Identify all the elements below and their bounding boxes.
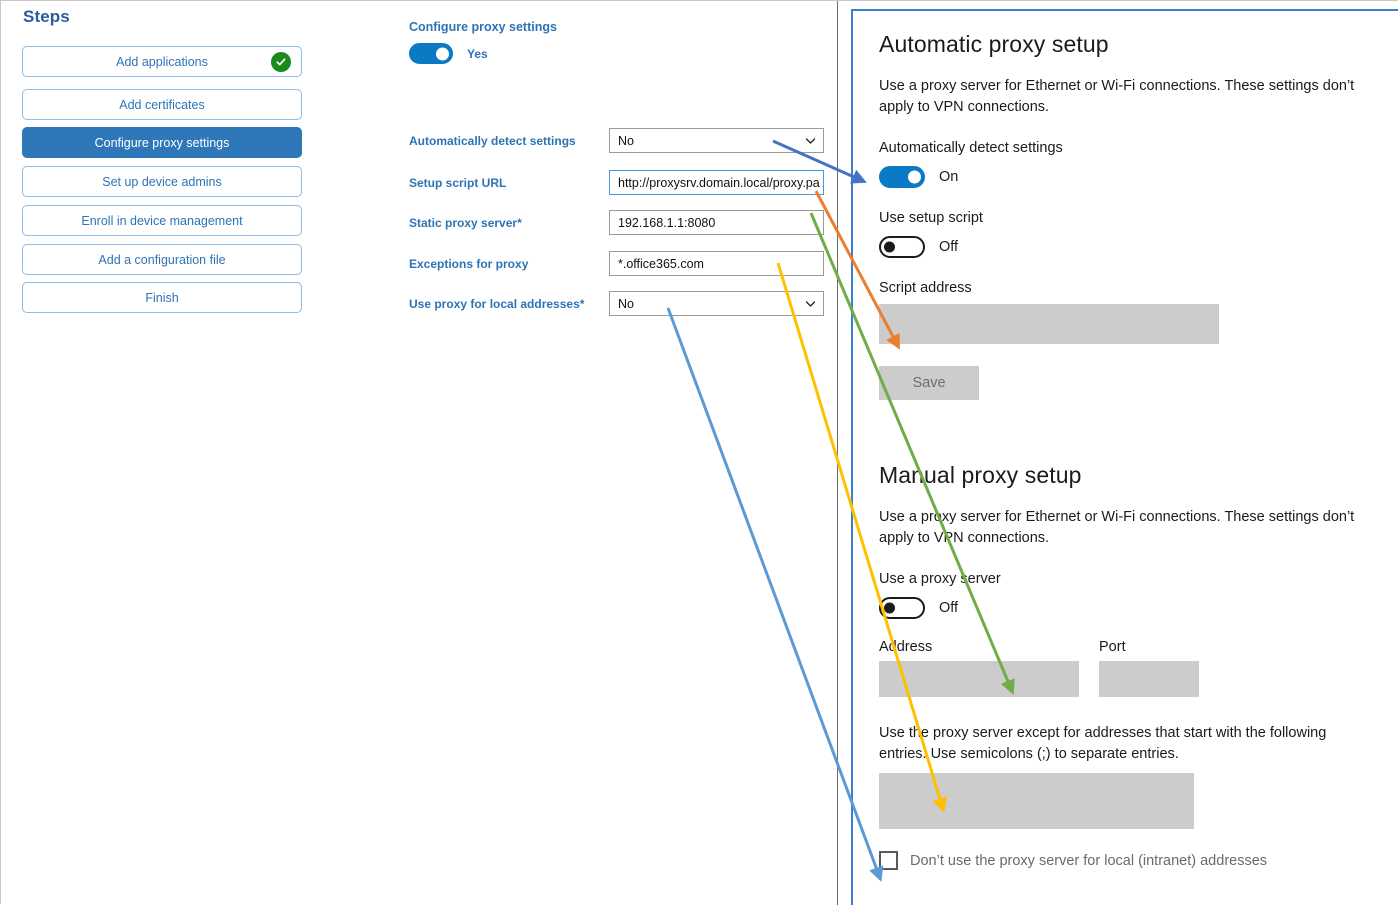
- local-bypass-label: Don’t use the proxy server for local (in…: [910, 852, 1268, 869]
- port-label: Port: [1099, 639, 1126, 655]
- step-label: Enroll in device management: [81, 213, 243, 228]
- script-address-label: Script address: [879, 280, 972, 296]
- manual-proxy-setup-heading: Manual proxy setup: [879, 462, 1082, 488]
- panel-divider: [837, 1, 838, 905]
- field-label-automatically-detect-settings: Automatically detect settings: [409, 134, 576, 148]
- input-value: http://proxysrv.domain.local/proxy.pa: [618, 175, 820, 190]
- sidebar-item-finish[interactable]: Finish: [22, 282, 302, 313]
- step-label: Add a configuration file: [98, 252, 226, 267]
- static-proxy-server-input[interactable]: 192.168.1.1:8080: [609, 210, 824, 235]
- use-a-proxy-server-row: Off: [879, 597, 1373, 619]
- form-row-automatically-detect-settings: Automatically detect settings No: [409, 128, 829, 154]
- use-setup-script-row: Off: [879, 236, 1373, 258]
- select-value: No: [618, 296, 634, 311]
- select-value: No: [618, 133, 634, 148]
- form-row-use-proxy-for-local-addresses: Use proxy for local addresses* No: [409, 291, 829, 317]
- steps-title: Steps: [23, 7, 70, 26]
- chevron-down-icon: [805, 135, 816, 146]
- configure-proxy-toggle-row: Yes: [409, 43, 488, 64]
- step-label: Set up device admins: [102, 174, 222, 189]
- setup-script-url-input[interactable]: http://proxysrv.domain.local/proxy.pa: [609, 170, 824, 195]
- automatically-detect-settings-state: On: [939, 169, 959, 185]
- sidebar-item-add-certificates[interactable]: Add certificates: [22, 89, 302, 120]
- configure-proxy-toggle[interactable]: [409, 43, 453, 64]
- steps-panel: Steps Add applications Add certificates …: [1, 1, 341, 905]
- manual-proxy-description: Use a proxy server for Ethernet or Wi-Fi…: [879, 509, 1355, 546]
- address-port-row: Address Port: [879, 639, 1373, 697]
- automatically-detect-settings-toggle[interactable]: [879, 166, 925, 188]
- automatically-detect-settings-row: On: [879, 166, 1373, 188]
- form-row-exceptions-for-proxy: Exceptions for proxy *.office365.com: [409, 251, 829, 277]
- automatically-detect-settings-label: Automatically detect settings: [879, 140, 1063, 156]
- step-label: Finish: [145, 290, 179, 305]
- use-proxy-for-local-addresses-select[interactable]: No: [609, 291, 824, 316]
- use-a-proxy-server-label: Use a proxy server: [879, 571, 1001, 587]
- sidebar-item-configure-proxy-settings[interactable]: Configure proxy settings: [22, 127, 302, 158]
- use-setup-script-label: Use setup script: [879, 210, 983, 226]
- input-value: 192.168.1.1:8080: [618, 215, 716, 230]
- automatic-proxy-description: Use a proxy server for Ethernet or Wi-Fi…: [879, 78, 1355, 115]
- automatically-detect-settings-select[interactable]: No: [609, 128, 824, 153]
- local-bypass-checkbox[interactable]: [879, 851, 898, 870]
- field-label-exceptions-for-proxy: Exceptions for proxy: [409, 257, 529, 271]
- form-row-static-proxy-server: Static proxy server* 192.168.1.1:8080: [409, 210, 829, 236]
- local-bypass-row: Don’t use the proxy server for local (in…: [879, 851, 1373, 870]
- form-row-setup-script-url: Setup script URL http://proxysrv.domain.…: [409, 170, 829, 196]
- step-label: Configure proxy settings: [94, 135, 230, 150]
- address-label: Address: [879, 639, 933, 655]
- sidebar-item-add-applications[interactable]: Add applications: [22, 46, 302, 77]
- step-label: Add applications: [116, 54, 208, 69]
- sidebar-item-set-up-device-admins[interactable]: Set up device admins: [22, 166, 302, 197]
- configure-proxy-toggle-label: Yes: [467, 46, 488, 61]
- sidebar-item-add-a-configuration-file[interactable]: Add a configuration file: [22, 244, 302, 275]
- exceptions-description: Use the proxy server except for addresse…: [879, 725, 1327, 762]
- form-heading: Configure proxy settings: [409, 20, 557, 34]
- use-a-proxy-server-toggle[interactable]: [879, 597, 925, 619]
- proxy-form-panel: Configure proxy settings Yes Automatical…: [341, 1, 837, 905]
- port-column: Port: [1099, 639, 1199, 697]
- exceptions-input[interactable]: [879, 773, 1194, 829]
- field-label-static-proxy-server: Static proxy server*: [409, 216, 522, 230]
- exceptions-for-proxy-input[interactable]: *.office365.com: [609, 251, 824, 276]
- step-label: Add certificates: [119, 97, 205, 112]
- check-circle-icon: [271, 51, 291, 72]
- chevron-down-icon: [805, 298, 816, 309]
- port-input[interactable]: [1099, 661, 1199, 697]
- automatic-proxy-setup-heading: Automatic proxy setup: [879, 31, 1109, 57]
- use-setup-script-toggle[interactable]: [879, 236, 925, 258]
- sidebar-item-enroll-in-device-management[interactable]: Enroll in device management: [22, 205, 302, 236]
- address-input[interactable]: [879, 661, 1079, 697]
- field-label-setup-script-url: Setup script URL: [409, 176, 507, 190]
- field-label-use-proxy-for-local-addresses: Use proxy for local addresses*: [409, 297, 585, 311]
- address-column: Address: [879, 639, 1079, 697]
- windows-proxy-settings-panel: Automatic proxy setup Use a proxy server…: [851, 9, 1398, 905]
- input-value: *.office365.com: [618, 256, 704, 271]
- use-a-proxy-server-state: Off: [939, 600, 959, 616]
- use-setup-script-state: Off: [939, 239, 959, 255]
- save-button[interactable]: Save: [879, 366, 979, 400]
- script-address-input[interactable]: [879, 304, 1219, 344]
